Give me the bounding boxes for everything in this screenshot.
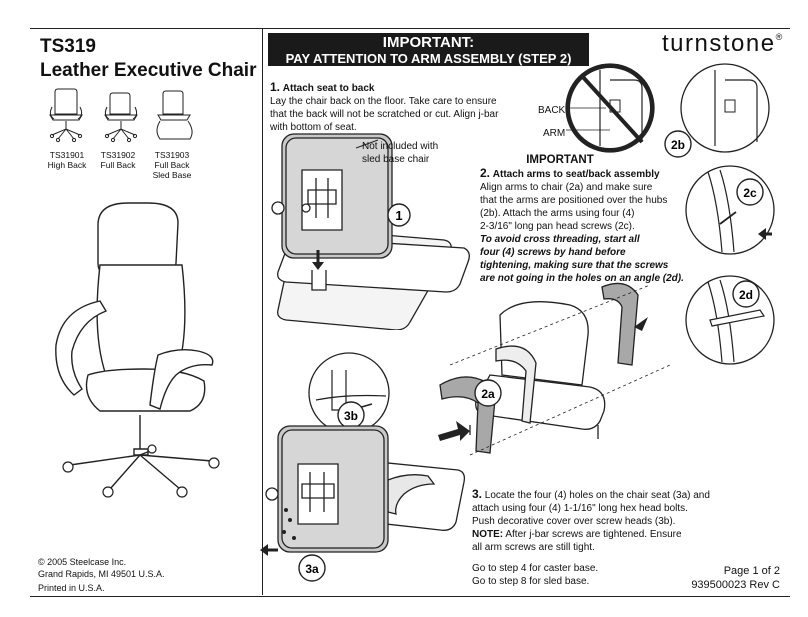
executive-chair-illustration: [55, 202, 220, 498]
step2-warning-1: To avoid cross threading, start all: [480, 234, 640, 245]
step2-warning-4: are not going in the holes on an angle (…: [480, 273, 684, 284]
step3-line-1: Locate the four (4) holes on the chair s…: [484, 490, 710, 501]
next-step-caster: Go to step 4 for caster base.: [472, 563, 599, 574]
model-number: TS319: [40, 36, 96, 57]
next-steps: Go to step 4 for caster base. Go to step…: [472, 562, 598, 588]
step1-number: 1.: [270, 80, 281, 94]
doc-number: 939500023 Rev C: [691, 579, 780, 591]
address-text: Grand Rapids, MI 49501 U.S.A.: [38, 569, 165, 579]
step2-illustration: 2a: [438, 282, 671, 456]
model-thumbnails: [49, 88, 193, 143]
label-back: BACK: [538, 105, 566, 116]
left-panel-divider: [262, 28, 263, 595]
sled-base-chair-icon: [156, 90, 193, 140]
step2-line-4: 2-3/16" long pan head screws (2c).: [480, 221, 635, 232]
registered-mark: ®: [775, 32, 784, 42]
copyright-text: © 2005 Steelcase Inc.: [38, 557, 127, 567]
bottom-rule: [30, 596, 790, 597]
step3-number: 3.: [472, 487, 483, 501]
next-step-sled: Go to step 8 for sled base.: [472, 576, 590, 587]
step2-warning-3: tightening, making sure that the screws: [480, 260, 669, 271]
top-rule: [30, 28, 790, 29]
step2d-detail: 2d: [685, 275, 775, 365]
step3-text: 3. Locate the four (4) holes on the chai…: [472, 488, 772, 554]
copyright-block: © 2005 Steelcase Inc. Grand Rapids, MI 4…: [38, 556, 165, 580]
note-line-2: all arm screws are still tight.: [472, 542, 595, 553]
step1-text: 1. Attach seat to back Lay the chair bac…: [270, 81, 510, 134]
callout-2d: 2d: [739, 288, 753, 302]
callout-3b: 3b: [344, 409, 358, 423]
step1-line-1: Lay the chair back on the floor. Take ca…: [270, 96, 497, 107]
page-number: Page 1 of 2: [723, 565, 780, 577]
high-back-chair-icon: [49, 88, 83, 143]
important-title: IMPORTANT:: [382, 34, 475, 51]
callout-line-1: Not included with: [362, 141, 439, 152]
step1-line-3: with bottom of seat.: [270, 122, 357, 133]
step2-warning-2: four (4) screws by hand before: [480, 247, 626, 258]
important-banner: IMPORTANT: PAY ATTENTION TO ARM ASSEMBLY…: [268, 33, 589, 66]
step2-text: IMPORTANT 2. Attach arms to seat/back as…: [480, 154, 695, 285]
label-arm: ARM: [543, 128, 566, 139]
step2-line-2: that the arms are positioned over the hu…: [480, 195, 668, 206]
printed-in-text: Printed in U.S.A.: [38, 583, 105, 593]
brand-logo: turnstone®: [662, 30, 784, 58]
model-caption-3: TS31903 Full Back Sled Base: [152, 150, 192, 180]
step2c-detail: 2c: [685, 165, 775, 255]
step2b-detail: 2b: [565, 63, 770, 158]
callout-2c: 2c: [743, 186, 757, 200]
step1-circle-label: 1: [395, 208, 402, 223]
step3a-illustration: 3a: [260, 425, 466, 582]
step3-line-2: attach using four (4) 1-1/16" long hex h…: [472, 503, 688, 514]
document-title: TS319 Leather Executive Chair: [40, 35, 256, 83]
page-footer-right: Page 1 of 2 939500023 Rev C: [691, 564, 780, 592]
step1-heading: Attach seat to back: [282, 83, 375, 94]
callout-line-2: sled base chair: [362, 154, 430, 165]
step2-line-3: (2b). Attach the arms using four (4): [480, 208, 635, 219]
full-back-chair-icon: [104, 92, 138, 143]
step3-line-3: Push decorative cover over screw heads (…: [472, 516, 676, 527]
step1-line-2: that the back will not be scratched or c…: [270, 109, 499, 120]
model-caption-2: TS31902 Full Back: [100, 150, 136, 170]
callout-2a: 2a: [481, 387, 495, 401]
important-subtitle: PAY ATTENTION TO ARM ASSEMBLY (STEP 2): [285, 51, 572, 66]
step1-circle: 1: [387, 203, 411, 227]
step2-heading: Attach arms to seat/back assembly: [492, 169, 660, 180]
product-name: Leather Executive Chair: [40, 60, 257, 81]
model-caption-1: TS31901 High Back: [47, 150, 87, 170]
note-text: After j-bar screws are tightened. Ensure: [503, 529, 682, 540]
step2-line-1: Align arms to chair (2a) and make sure: [480, 182, 653, 193]
callout-2b: 2b: [671, 138, 685, 152]
step3b-detail: 3b: [308, 352, 390, 434]
step2-number: 2.: [480, 166, 491, 180]
note-label: NOTE:: [472, 529, 504, 540]
callout-3a: 3a: [305, 562, 319, 576]
step2-important-label: IMPORTANT: [526, 154, 594, 166]
brand-name: turnstone: [662, 30, 776, 57]
step1-illustration: [271, 133, 470, 330]
step1-callout: Not included with sled base chair: [362, 140, 438, 166]
